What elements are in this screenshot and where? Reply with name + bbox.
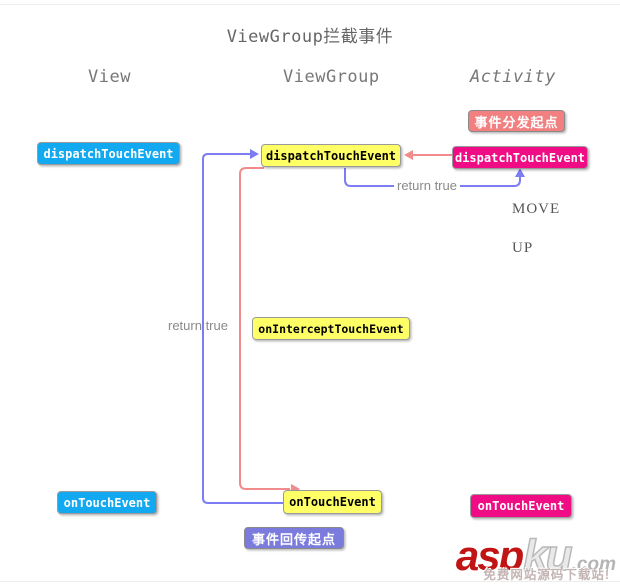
viewgroup-onintercepttouchevent-node: onInterceptTouchEvent	[252, 317, 410, 340]
return-true-label-right: return true	[394, 178, 460, 193]
return-true-label-left: return true	[168, 318, 228, 333]
bottom-border-line	[0, 581, 620, 582]
up-event-label: UP	[512, 240, 534, 256]
move-event-label: MOVE	[512, 201, 561, 217]
arrow-activity-to-viewgroup-arrowhead	[404, 150, 413, 160]
activity-dispatchtouchevent-node: dispatchTouchEvent	[452, 146, 588, 169]
viewgroup-dispatchtouchevent-node: dispatchTouchEvent	[261, 144, 401, 167]
column-header-view: View	[88, 67, 131, 87]
column-header-activity: Activity	[470, 67, 556, 87]
view-ontouchevent-node: onTouchEvent	[57, 491, 157, 514]
watermark-tagline: 免费网站源码下载站!	[483, 567, 610, 582]
activity-ontouchevent-node: onTouchEvent	[470, 494, 572, 518]
return-start-badge: 事件回传起点	[244, 527, 344, 549]
watermark-dotcom-text: .com	[571, 553, 616, 575]
arrow-return-true-arrowhead	[515, 168, 525, 177]
watermark-ku-text: ku	[523, 530, 574, 580]
top-border-line	[0, 4, 620, 5]
viewgroup-ontouchevent-node: onTouchEvent	[283, 490, 382, 514]
arrow-left-blue-arrowhead	[250, 149, 259, 159]
dispatch-start-badge: 事件分发起点	[468, 110, 565, 132]
column-header-viewgroup: ViewGroup	[283, 67, 380, 87]
arrow-left-red-dispatch-path	[239, 167, 290, 490]
arrow-left-blue-return-path	[202, 153, 283, 504]
diagram-title: ViewGroup拦截事件	[226, 27, 394, 47]
view-dispatchtouchevent-node: dispatchTouchEvent	[37, 142, 180, 165]
watermark-asp-text: asp	[455, 531, 524, 579]
